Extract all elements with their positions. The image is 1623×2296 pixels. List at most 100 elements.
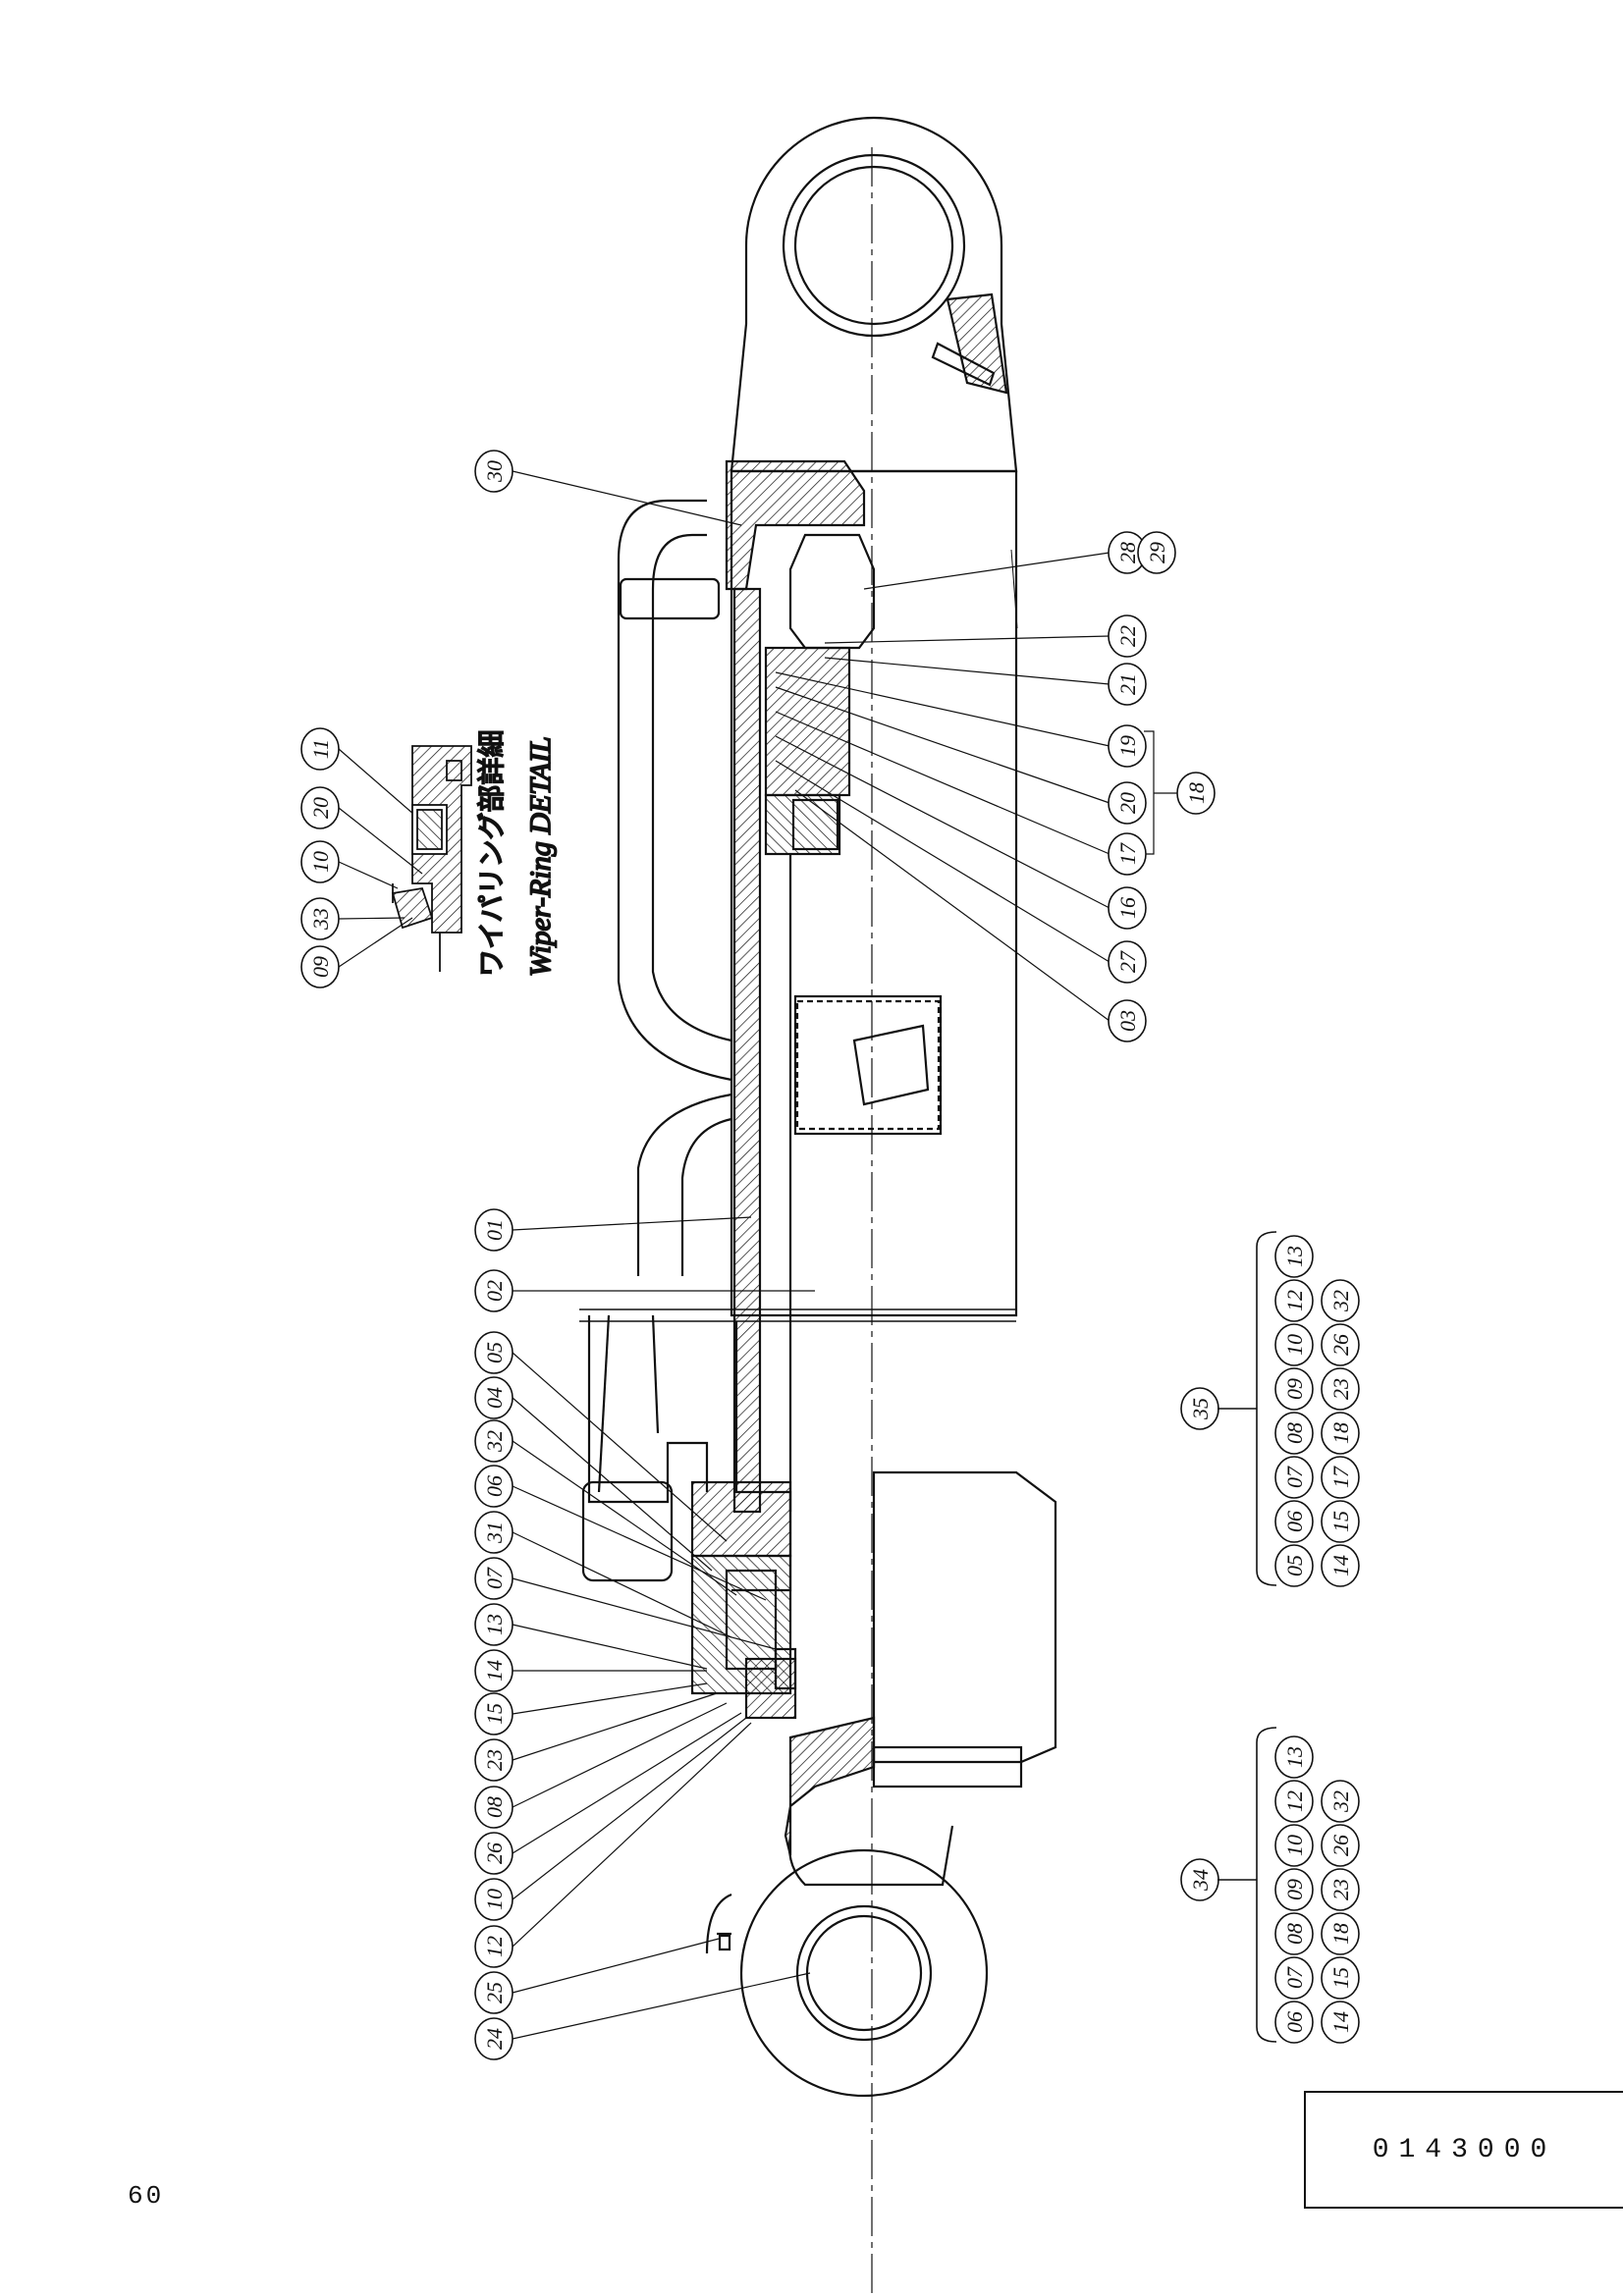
callout-detail-4-label: 11 <box>308 739 333 759</box>
kit-35-top-0: 05 <box>1274 1544 1314 1587</box>
kit-35-bottom-2-label: 17 <box>1328 1466 1353 1488</box>
callout-left-8: 07 <box>474 1557 514 1600</box>
piston-nut <box>788 533 876 650</box>
kit-34-top-3-label: 09 <box>1282 1879 1307 1900</box>
callout-left-12: 23 <box>474 1738 514 1782</box>
callout-left-17: 25 <box>474 1971 514 2014</box>
kit-35-bottom-2: 17 <box>1321 1456 1360 1499</box>
callout-right-3: 21 <box>1108 663 1147 706</box>
kit-34-bottom-0: 14 <box>1321 2001 1360 2044</box>
kit-34-top-2: 08 <box>1274 1912 1314 1955</box>
callout-left-3-label: 05 <box>482 1342 507 1363</box>
kit-35-bottom-3: 18 <box>1321 1412 1360 1455</box>
kit-35-bottom-4-label: 23 <box>1328 1378 1353 1400</box>
callout-detail-3-label: 20 <box>308 797 333 819</box>
kit-35-bottom-1: 15 <box>1321 1500 1360 1543</box>
kit-35-bottom-5-label: 26 <box>1328 1334 1353 1356</box>
callout-left-16: 12 <box>474 1925 514 1968</box>
kit-34-bottom-5: 32 <box>1321 1780 1360 1823</box>
detail-title-en: Wiper-Ring DETAIL <box>524 736 557 977</box>
kit-34-top-1-label: 07 <box>1282 1966 1307 1989</box>
kit-34-top-6: 13 <box>1274 1735 1314 1779</box>
callout-left-10: 14 <box>474 1649 514 1692</box>
kit-34-bottom-4: 26 <box>1321 1824 1360 1867</box>
callout-left-14-label: 26 <box>482 1842 507 1864</box>
callout-left-3: 05 <box>474 1331 514 1374</box>
kit-34-label: 34 <box>1180 1858 1219 1901</box>
head-cap <box>725 459 866 591</box>
callout-detail-1-label: 33 <box>308 908 333 931</box>
kit-34-label-label: 34 <box>1188 1869 1213 1892</box>
callout-left-5: 32 <box>474 1419 514 1463</box>
callout-right-6: 17 <box>1108 832 1147 876</box>
callout-left-17-label: 25 <box>482 1982 507 2003</box>
kit-34-bottom-5-label: 32 <box>1328 1790 1353 1813</box>
kit-35-bottom-0-label: 14 <box>1328 1555 1353 1576</box>
kit-34-bottom-3: 23 <box>1321 1868 1360 1911</box>
kit-braces <box>1217 1231 1277 2043</box>
kit-34-top-1: 07 <box>1274 1956 1314 2000</box>
callout-left-0: 30 <box>474 450 514 493</box>
kit-35-top-1-label: 06 <box>1282 1511 1307 1532</box>
callout-right-4-label: 19 <box>1115 735 1140 757</box>
page-number: 60 <box>128 2181 165 2211</box>
callout-group-18-label: 18 <box>1184 782 1209 804</box>
callout-right-7-label: 16 <box>1115 897 1140 919</box>
callout-right-5: 20 <box>1108 781 1147 825</box>
kit-35-top-6-label: 12 <box>1282 1290 1307 1311</box>
kit-35-label: 35 <box>1180 1387 1219 1430</box>
detail-title-jp: ワイパリング部詳細 <box>475 730 508 977</box>
kit-34-bottom-0-label: 14 <box>1328 2011 1353 2033</box>
kit-35-bottom-4: 23 <box>1321 1367 1360 1411</box>
leader-lines <box>338 470 1178 2040</box>
kit-34-top-2-label: 08 <box>1282 1923 1307 1945</box>
callout-detail-0: 09 <box>300 945 340 988</box>
kit-35-top-5-label: 10 <box>1282 1334 1307 1356</box>
callout-left-4: 04 <box>474 1376 514 1419</box>
kit-34-bottom-2: 18 <box>1321 1912 1360 1955</box>
callout-left-15: 10 <box>474 1878 514 1921</box>
callout-left-13: 08 <box>474 1786 514 1829</box>
kit-35-top-6: 12 <box>1274 1279 1314 1322</box>
drawing-code-box: 0143000 <box>1304 2091 1623 2209</box>
callout-left-18: 24 <box>474 2017 514 2060</box>
callout-left-2-label: 02 <box>482 1280 507 1302</box>
callout-left-7-label: 31 <box>482 1522 507 1544</box>
callout-left-7: 31 <box>474 1511 514 1554</box>
head-eye <box>730 116 1018 473</box>
kit-35-label-label: 35 <box>1188 1398 1213 1420</box>
callout-left-13-label: 08 <box>482 1796 507 1818</box>
kit-35-top-4: 09 <box>1274 1367 1314 1411</box>
callout-right-2: 22 <box>1108 614 1147 658</box>
kit-35-bottom-1-label: 15 <box>1328 1511 1353 1532</box>
callout-right-8: 27 <box>1108 940 1147 984</box>
callout-left-6: 06 <box>474 1465 514 1508</box>
kit-35-bottom-6: 32 <box>1321 1279 1360 1322</box>
callout-right-9-label: 03 <box>1115 1010 1140 1032</box>
callout-left-10-label: 14 <box>482 1660 507 1682</box>
callout-left-12-label: 23 <box>482 1749 507 1771</box>
callout-left-5-label: 32 <box>482 1430 507 1453</box>
kit-34-top-5: 12 <box>1274 1780 1314 1823</box>
callout-left-14: 26 <box>474 1832 514 1875</box>
callout-right-8-label: 27 <box>1115 950 1140 973</box>
external-pipe <box>581 499 732 1582</box>
kit-35-top-0-label: 05 <box>1282 1555 1307 1576</box>
kit-34-top-5-label: 12 <box>1282 1790 1307 1812</box>
rod-eye <box>705 1825 989 2098</box>
kit-34-bottom-1-label: 15 <box>1328 1967 1353 1989</box>
cylinder-body <box>579 116 1057 2296</box>
kit-34-top-6-label: 13 <box>1282 1746 1307 1768</box>
piston <box>764 646 851 797</box>
callout-detail-4: 11 <box>300 727 340 771</box>
callout-group-18: 18 <box>1176 772 1216 815</box>
kit-35-bottom-3-label: 18 <box>1328 1422 1353 1444</box>
callout-left-9-label: 13 <box>482 1614 507 1635</box>
kit-34-top-0: 06 <box>1274 2001 1314 2044</box>
callout-left-1-label: 01 <box>482 1219 507 1241</box>
callout-detail-1: 33 <box>300 897 340 940</box>
kit-34-top-0-label: 06 <box>1282 2011 1307 2033</box>
kit-35-bottom-0: 14 <box>1321 1544 1360 1587</box>
callout-left-9: 13 <box>474 1603 514 1646</box>
